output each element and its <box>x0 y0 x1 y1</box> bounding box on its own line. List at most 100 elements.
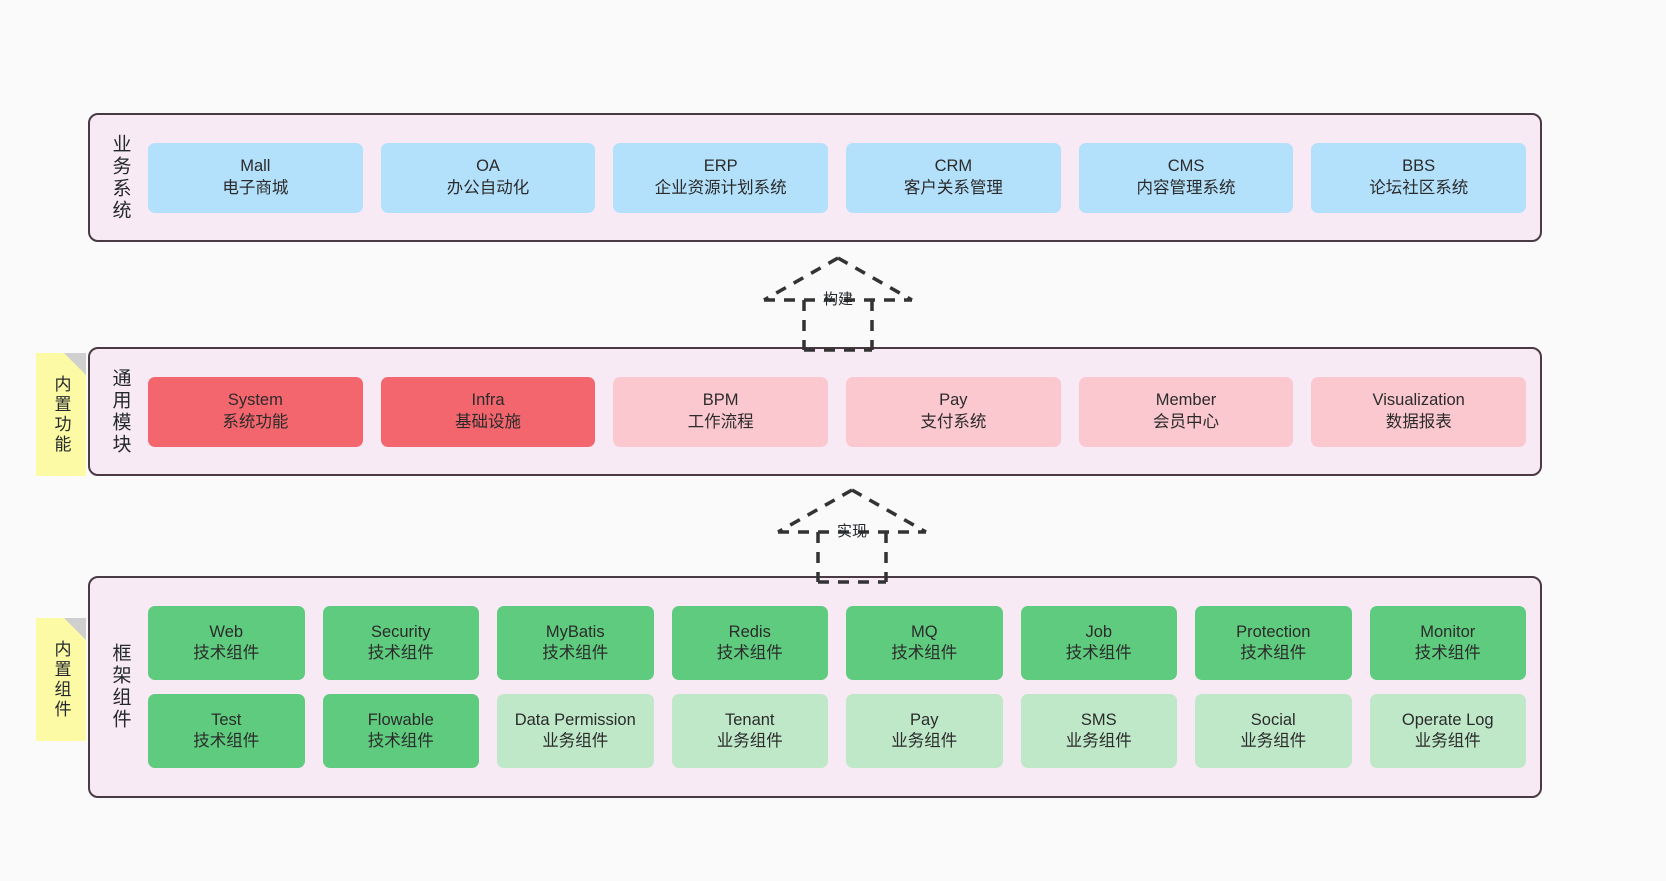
card-oa[interactable]: OA 办公自动化 <box>380 142 596 213</box>
card-subtitle: 业务组件 <box>891 732 958 750</box>
arrow-label-realize: 实现 <box>836 523 868 540</box>
layer-framework-components: 框架组件 Web 技术组件 Security 技术组件 MyBatis 技术组件… <box>88 576 1542 798</box>
card-social[interactable]: Social 业务组件 <box>1195 694 1352 768</box>
card-subtitle: 基础设施 <box>455 412 521 431</box>
card-subtitle: 论坛社区系统 <box>1369 178 1469 197</box>
card-subtitle: 数据报表 <box>1385 412 1452 431</box>
card-subtitle: 内容管理系统 <box>1136 178 1236 197</box>
card-title: Mall <box>240 157 271 176</box>
card-tenant[interactable]: Tenant 业务组件 <box>671 694 828 768</box>
card-subtitle: 技术组件 <box>542 644 609 662</box>
card-title: Security <box>370 622 431 641</box>
card-subtitle: 技术组件 <box>716 644 783 662</box>
card-title: Flowable <box>367 710 434 729</box>
card-subtitle: 办公自动化 <box>446 178 530 197</box>
card-job[interactable]: Job 技术组件 <box>1020 606 1177 680</box>
card-subtitle: 会员中心 <box>1153 412 1220 431</box>
arrowhead-left-edge <box>763 256 839 302</box>
card-title: Infra <box>471 391 505 410</box>
card-mybatis[interactable]: MyBatis 技术组件 <box>497 606 654 680</box>
card-mall[interactable]: Mall 电子商城 <box>148 142 363 213</box>
card-bpm[interactable]: BPM 工作流程 <box>613 376 829 447</box>
card-redis[interactable]: Redis 技术组件 <box>671 606 828 680</box>
card-subtitle: 技术组件 <box>891 644 958 662</box>
card-subtitle: 支付系统 <box>920 412 987 431</box>
card-title: MyBatis <box>545 622 605 641</box>
card-title: CMS <box>1167 157 1205 176</box>
card-flowable[interactable]: Flowable 技术组件 <box>322 694 479 768</box>
card-title: Test <box>211 710 242 729</box>
card-system[interactable]: System 系统功能 <box>148 376 363 447</box>
generalization-arrow-build: 构建 <box>748 252 928 352</box>
card-subtitle: 技术组件 <box>193 644 260 662</box>
card-title: System <box>227 391 283 410</box>
layer-title-framework-components: 框架组件 <box>109 643 131 731</box>
card-row: Web 技术组件 Security 技术组件 MyBatis 技术组件 Redi… <box>148 606 1526 680</box>
layer-body-common-modules: System 系统功能 Infra 基础设施 BPM 工作流程 Pay 支付系统… <box>140 349 1540 474</box>
card-title: BPM <box>702 391 739 410</box>
card-title: ERP <box>703 157 738 176</box>
card-subtitle: 技术组件 <box>1065 644 1132 662</box>
card-row: Test 技术组件 Flowable 技术组件 Data Permission … <box>148 694 1526 768</box>
sticky-note-label: 内置功能 <box>51 374 71 455</box>
card-operate-log[interactable]: Operate Log 业务组件 <box>1369 694 1526 768</box>
card-title: Job <box>1085 622 1113 641</box>
card-subtitle: 技术组件 <box>367 732 434 750</box>
card-erp[interactable]: ERP 企业资源计划系统 <box>613 142 829 213</box>
arrowhead-right-edge <box>851 488 927 534</box>
card-visualization[interactable]: Visualization 数据报表 <box>1311 376 1527 447</box>
layer-business-systems: 业务系统 Mall 电子商城 OA 办公自动化 ERP 企业资源计划系统 CRM… <box>88 113 1542 242</box>
card-subtitle: 客户关系管理 <box>903 178 1003 197</box>
card-member[interactable]: Member 会员中心 <box>1078 376 1294 447</box>
card-row: Mall 电子商城 OA 办公自动化 ERP 企业资源计划系统 CRM 客户关系… <box>148 142 1527 213</box>
layer-body-framework-components: Web 技术组件 Security 技术组件 MyBatis 技术组件 Redi… <box>140 578 1540 796</box>
card-title: Protection <box>1236 622 1311 641</box>
card-subtitle: 技术组件 <box>1240 644 1307 662</box>
sticky-note-builtin-components: 内置组件 <box>36 618 86 741</box>
card-subtitle: 技术组件 <box>367 644 434 662</box>
card-subtitle: 工作流程 <box>687 412 754 431</box>
arrowhead-right-edge <box>837 256 913 302</box>
card-subtitle: 技术组件 <box>1414 644 1481 662</box>
card-data-permission[interactable]: Data Permission 业务组件 <box>497 694 654 768</box>
card-subtitle: 业务组件 <box>1414 732 1481 750</box>
card-mq[interactable]: MQ 技术组件 <box>846 606 1003 680</box>
card-pay-business[interactable]: Pay 业务组件 <box>846 694 1003 768</box>
card-title: BBS <box>1402 157 1436 176</box>
card-title: Tenant <box>724 710 775 729</box>
sticky-note-label: 内置组件 <box>51 639 71 720</box>
card-monitor[interactable]: Monitor 技术组件 <box>1369 606 1526 680</box>
card-title: Operate Log <box>1401 710 1494 729</box>
card-title: Pay <box>910 710 939 729</box>
card-subtitle: 业务组件 <box>542 732 609 750</box>
card-title: Web <box>209 622 244 641</box>
card-subtitle: 技术组件 <box>193 732 260 750</box>
card-cms[interactable]: CMS 内容管理系统 <box>1078 142 1294 213</box>
card-infra[interactable]: Infra 基础设施 <box>380 376 596 447</box>
card-sms[interactable]: SMS 业务组件 <box>1020 694 1177 768</box>
card-title: Social <box>1250 710 1296 729</box>
card-protection[interactable]: Protection 技术组件 <box>1195 606 1352 680</box>
card-bbs[interactable]: BBS 论坛社区系统 <box>1311 142 1527 213</box>
card-security[interactable]: Security 技术组件 <box>322 606 479 680</box>
card-title: Monitor <box>1420 622 1476 641</box>
card-title: SMS <box>1080 710 1117 729</box>
card-title: Data Permission <box>514 710 636 729</box>
card-subtitle: 业务组件 <box>716 732 783 750</box>
card-title: MQ <box>910 622 938 641</box>
card-test[interactable]: Test 技术组件 <box>148 694 305 768</box>
card-web[interactable]: Web 技术组件 <box>148 606 305 680</box>
card-title: OA <box>476 157 500 176</box>
arrow-label-build: 构建 <box>822 291 854 308</box>
sticky-note-builtin-functions: 内置功能 <box>36 353 86 476</box>
layer-title-common-modules: 通用模块 <box>109 367 131 456</box>
card-crm[interactable]: CRM 客户关系管理 <box>846 142 1061 213</box>
layer-title-business-systems: 业务系统 <box>109 133 131 222</box>
card-row: System 系统功能 Infra 基础设施 BPM 工作流程 Pay 支付系统… <box>148 376 1527 447</box>
layer-body-business-systems: Mall 电子商城 OA 办公自动化 ERP 企业资源计划系统 CRM 客户关系… <box>140 115 1540 240</box>
layer-common-modules: 通用模块 System 系统功能 Infra 基础设施 BPM 工作流程 Pay… <box>88 347 1542 476</box>
card-subtitle: 企业资源计划系统 <box>654 178 787 197</box>
arrowhead-left-edge <box>777 488 853 534</box>
card-pay[interactable]: Pay 支付系统 <box>846 376 1061 447</box>
card-subtitle: 业务组件 <box>1240 732 1307 750</box>
